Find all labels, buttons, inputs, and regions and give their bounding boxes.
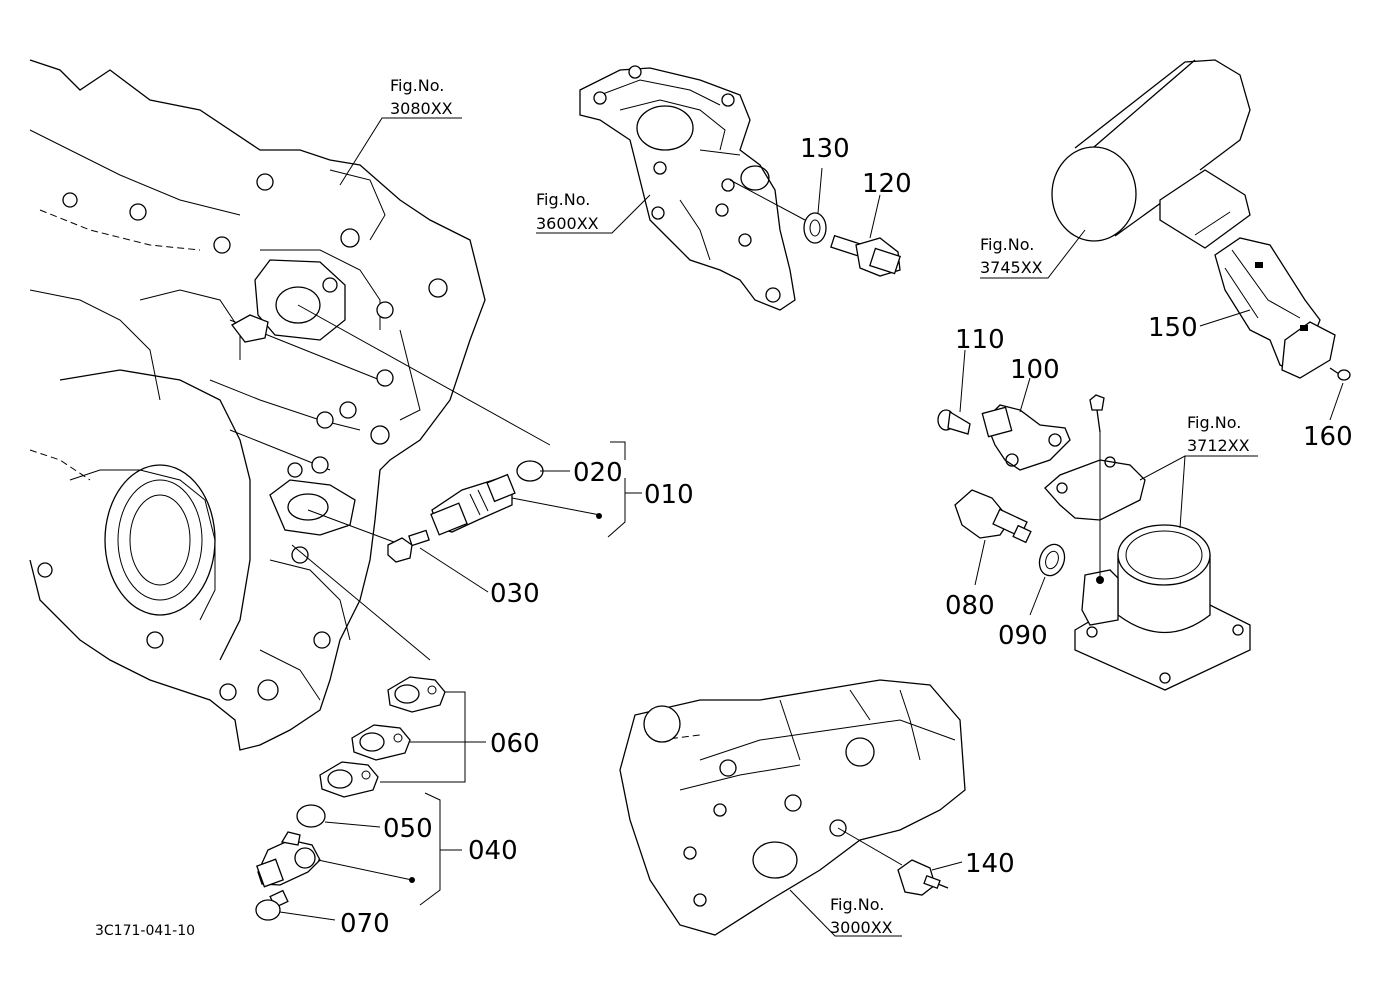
- oring-050-drawing: [296, 804, 326, 828]
- washer-130-drawing: [803, 212, 827, 244]
- fig-code-3745: 3745XX: [980, 258, 1043, 277]
- fig-label-3000: Fig.No.: [830, 895, 884, 914]
- sensor-100-drawing: [981, 404, 1071, 471]
- fig-ref-3712: Fig.No. 3712XX: [1187, 413, 1250, 455]
- air-cleaner-3745: [1051, 59, 1251, 249]
- gasket-060-drawing: [319, 676, 446, 798]
- leader-3600: [536, 194, 651, 234]
- part-label-130[interactable]: 130: [800, 134, 850, 164]
- part-label-050[interactable]: 050: [383, 814, 433, 844]
- part-label-060[interactable]: 060: [490, 729, 540, 759]
- part-label-090[interactable]: 090: [998, 621, 1048, 651]
- part-label-020[interactable]: 020: [573, 458, 623, 488]
- part-label-110[interactable]: 110: [955, 325, 1005, 355]
- fig-ref-3080: Fig.No. 3080XX: [390, 76, 453, 118]
- temp-sensor-120-drawing: [830, 234, 901, 277]
- part-label-120[interactable]: 120: [862, 169, 912, 199]
- fig-code-3600: 3600XX: [536, 214, 599, 233]
- screw-160-drawing: [1329, 367, 1351, 381]
- leader-3745: [980, 229, 1086, 279]
- washer-090-drawing: [1038, 543, 1066, 577]
- oil-pressure-switch-140-drawing: [897, 859, 949, 896]
- fig-label-3080: Fig.No.: [390, 76, 444, 95]
- part-label-100[interactable]: 100: [1010, 355, 1060, 385]
- cam-sensor-010-drawing: [430, 473, 516, 536]
- part-label-010[interactable]: 010: [644, 480, 694, 510]
- outlet-housing-3712: [1044, 394, 1251, 691]
- part-label-070[interactable]: 070: [340, 909, 390, 939]
- cylinder-block-3000: [619, 679, 966, 936]
- fig-label-3600: Fig.No.: [536, 190, 590, 209]
- bolt-070-drawing: [255, 889, 289, 921]
- temp-sensor-080-drawing: [954, 489, 1032, 544]
- leader-3080: [339, 117, 462, 186]
- fig-ref-3745: Fig.No. 3745XX: [980, 235, 1043, 277]
- leader-boss-to-010: [297, 304, 551, 446]
- part-label-150[interactable]: 150: [1148, 313, 1198, 343]
- part-label-080[interactable]: 080: [945, 591, 995, 621]
- fig-ref-3600: Fig.No. 3600XX: [536, 190, 599, 233]
- bolt-110-drawing: [937, 409, 971, 435]
- thermostat-housing-3600: [579, 65, 796, 311]
- fig-label-3745: Fig.No.: [980, 235, 1034, 254]
- part-label-160[interactable]: 160: [1303, 422, 1353, 452]
- fig-label-3712: Fig.No.: [1187, 413, 1241, 432]
- leader-3712: [1139, 455, 1258, 481]
- part-label-040[interactable]: 040: [468, 836, 518, 866]
- fig-code-3712: 3712XX: [1187, 436, 1250, 455]
- fig-ref-3000: Fig.No. 3000XX: [830, 895, 893, 937]
- leader-boss-to-030: [307, 509, 411, 549]
- cam-sensor-040-drawing: [256, 831, 321, 888]
- leader-boss-to-060: [291, 544, 431, 661]
- bolt-030-drawing: [387, 529, 430, 563]
- leader-3000: [789, 889, 902, 937]
- diagram-code: 3C171-041-10: [95, 923, 195, 939]
- fig-code-3000: 3000XX: [830, 918, 893, 937]
- maf-sensor-150-drawing: [1214, 237, 1336, 379]
- oring-020-drawing: [516, 460, 544, 482]
- part-label-030[interactable]: 030: [490, 579, 540, 609]
- gear-case-housing: [29, 59, 486, 751]
- part-label-140[interactable]: 140: [965, 849, 1015, 879]
- fig-code-3080: 3080XX: [390, 99, 453, 118]
